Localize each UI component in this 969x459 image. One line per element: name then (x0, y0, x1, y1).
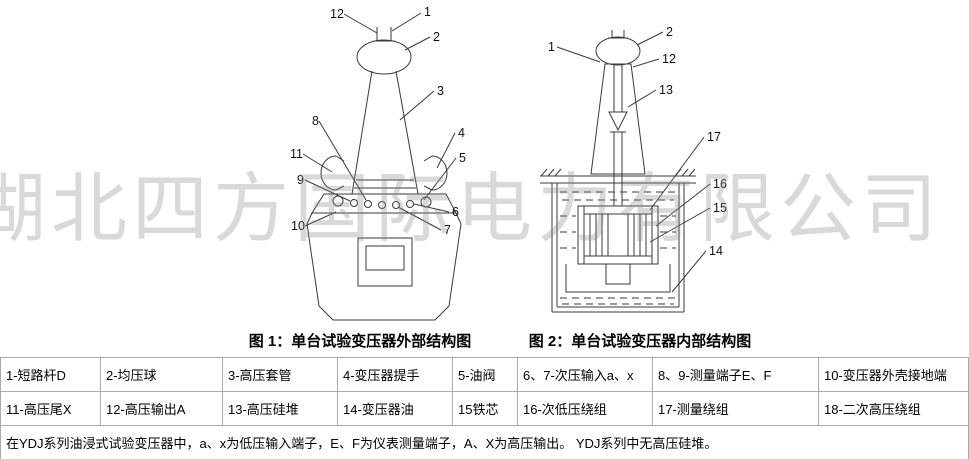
hv-bushing (591, 64, 645, 206)
callout-label: 11 (290, 147, 303, 161)
callout-label: 2 (666, 25, 673, 39)
callout-label: 14 (709, 244, 723, 258)
legend-cell: 15铁芯 (452, 391, 518, 426)
figure2-leader-lines (557, 32, 710, 292)
callout-label: 12 (662, 52, 676, 66)
legend-cell: 11-高压尾X (0, 391, 101, 426)
legend-cell: 6、7-次压输入a、x (517, 357, 653, 392)
tank-walls (552, 183, 684, 312)
legend-row-2: 11-高压尾X 12-高压输出A 13-高压硅堆 14-变压器油 15铁芯 16… (0, 391, 969, 426)
legend-cell: 16-次低压绕组 (517, 391, 653, 426)
legend-cell: 18-二次高压绕组 (818, 391, 969, 426)
legend-note: 在YDJ系列油浸式试验变压器中，a、x为低压输入端子，E、F为仪表测量端子，A、… (0, 425, 969, 459)
legend-table: 1-短路杆D 2-均压球 3-高压套管 4-变压器提手 5-油阀 6、7-次压输… (0, 357, 969, 459)
tank-body (307, 213, 461, 320)
legend-cell: 1-短路杆D (0, 357, 101, 392)
legend-cell: 14-变压器油 (337, 391, 453, 426)
hv-bushing (352, 71, 418, 194)
legend-cell: 8、9-测量端子E、F (652, 357, 819, 392)
nameplate (358, 238, 412, 286)
silicon-diode (609, 112, 627, 132)
callout-label: 10 (291, 219, 305, 233)
support-bracket (566, 264, 670, 292)
callout-label: 16 (713, 177, 727, 191)
figure2-callouts: 1 2 12 13 17 16 15 14 (548, 25, 727, 258)
callout-label: 17 (707, 130, 721, 144)
figure1-drawing: 12 1 2 3 8 11 9 10 4 5 6 7 (290, 5, 466, 320)
callout-label: 1 (424, 5, 431, 19)
figure1-caption: 图 1：单台试验变压器外部结构图 (248, 333, 472, 350)
grading-ball (596, 37, 640, 65)
callout-label: 6 (452, 205, 459, 219)
figure1-callouts: 12 1 2 3 8 11 9 10 4 5 6 7 (290, 5, 466, 237)
legend-cell: 3-高压套管 (222, 357, 338, 392)
legend-row-1: 1-短路杆D 2-均压球 3-高压套管 4-变压器提手 5-油阀 6、7-次压输… (0, 357, 969, 392)
legend-cell: 13-高压硅堆 (222, 391, 338, 426)
short-circuit-rod (373, 27, 395, 41)
figures-svg: 12 1 2 3 8 11 9 10 4 5 6 7 (290, 5, 727, 332)
legend-cell: 12-高压输出A (100, 391, 223, 426)
figure2-caption: 图 2：单台试验变压器内部结构图 (528, 333, 752, 350)
legend-cell: 17-测量绕组 (652, 391, 819, 426)
iron-core (606, 264, 630, 284)
callout-label: 8 (312, 114, 319, 128)
legend-cell: 2-均压球 (100, 357, 223, 392)
legend-cell: 4-变压器提手 (337, 357, 453, 392)
figure1-leader-lines (303, 13, 456, 230)
tank-rim (540, 169, 696, 183)
handle-right (424, 156, 447, 190)
grading-ball (357, 40, 411, 74)
callout-label: 2 (433, 30, 440, 44)
callout-label: 9 (297, 173, 304, 187)
callout-label: 4 (458, 126, 465, 140)
callout-label: 5 (459, 151, 466, 165)
legend-note-row: 在YDJ系列油浸式试验变压器中，a、x为低压输入端子，E、F为仪表测量端子，A、… (0, 425, 969, 459)
callout-label: 7 (444, 223, 451, 237)
callout-label: 15 (713, 201, 727, 215)
callout-label: 13 (659, 83, 673, 97)
handle-left (321, 156, 344, 190)
legend-cell: 10-变压器外壳接地端 (818, 357, 969, 392)
legend-cell: 5-油阀 (452, 357, 518, 392)
callout-label: 12 (330, 7, 344, 21)
winding-assembly (578, 206, 658, 264)
figure2-drawing: 1 2 12 13 17 16 15 14 (540, 25, 727, 312)
callout-label: 1 (548, 40, 555, 54)
callout-label: 3 (437, 84, 444, 98)
tank-top-plate (312, 194, 456, 213)
oil-level-dashes (560, 192, 676, 304)
